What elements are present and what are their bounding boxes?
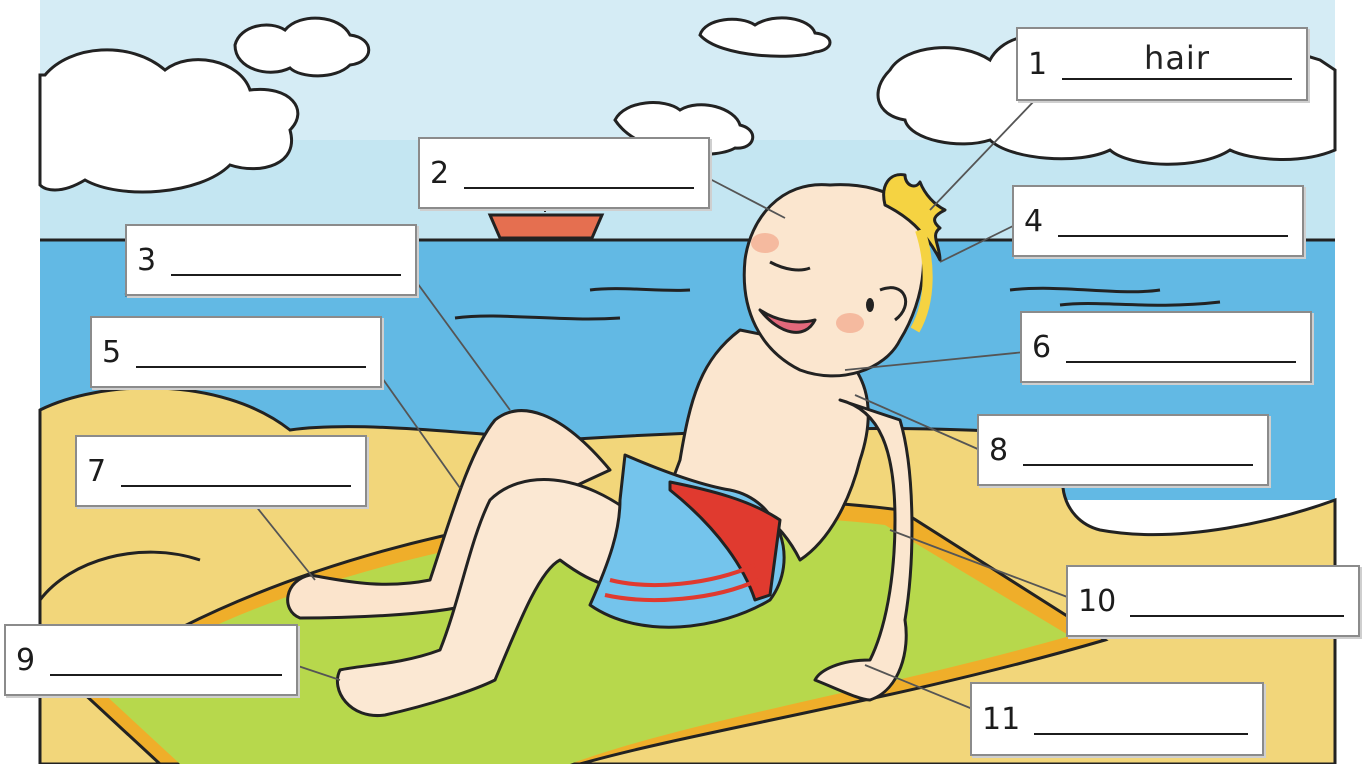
- label-number: 3: [137, 243, 157, 278]
- answer-field[interactable]: [136, 336, 366, 368]
- label-box-4: 4: [1012, 185, 1304, 257]
- label-number: 11: [982, 702, 1020, 737]
- label-box-10: 10: [1066, 565, 1360, 637]
- label-box-1: 1 hair: [1016, 27, 1308, 101]
- label-number: 6: [1032, 330, 1052, 365]
- answer-field[interactable]: [1023, 434, 1253, 466]
- cheek: [751, 233, 779, 253]
- label-number: 4: [1024, 204, 1044, 239]
- label-box-2: 2: [418, 137, 710, 209]
- label-box-11: 11: [970, 682, 1264, 756]
- label-number: 8: [989, 433, 1009, 468]
- label-number: 5: [102, 335, 122, 370]
- eye: [866, 298, 874, 312]
- answer-field[interactable]: [121, 455, 351, 487]
- answer-field[interactable]: [1058, 205, 1288, 237]
- label-box-6: 6: [1020, 311, 1312, 383]
- label-number: 2: [430, 156, 450, 191]
- label-box-9: 9: [4, 624, 298, 696]
- label-number: 7: [87, 454, 107, 489]
- label-number: 10: [1078, 584, 1116, 619]
- label-number: 1: [1028, 47, 1048, 82]
- answer-field[interactable]: [50, 644, 282, 676]
- label-box-5: 5: [90, 316, 382, 388]
- answer-field[interactable]: [1034, 703, 1248, 735]
- label-number: 9: [16, 643, 36, 678]
- answer-text: hair: [1062, 38, 1292, 78]
- label-box-3: 3: [125, 224, 417, 296]
- answer-field[interactable]: [1066, 331, 1296, 363]
- label-box-8: 8: [977, 414, 1269, 486]
- answer-field[interactable]: [464, 157, 694, 189]
- answer-field[interactable]: [171, 244, 401, 276]
- answer-field[interactable]: hair: [1062, 48, 1292, 80]
- answer-field[interactable]: [1130, 585, 1344, 617]
- label-box-7: 7: [75, 435, 367, 507]
- cheek: [836, 313, 864, 333]
